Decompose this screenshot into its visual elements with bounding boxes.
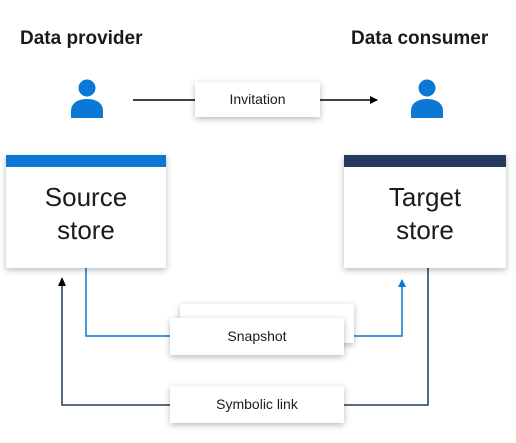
source-store-title: Source store xyxy=(6,181,166,247)
source-store-line2: store xyxy=(57,215,115,245)
source-store-card: Source store xyxy=(6,155,166,268)
symbolic-link-arrowhead xyxy=(58,277,66,286)
target-store-title: Target store xyxy=(344,181,506,247)
snapshot-label: Snapshot xyxy=(227,328,287,344)
person-icon xyxy=(411,79,443,118)
snapshot-label-box: Snapshot xyxy=(170,318,344,355)
invitation-label: Invitation xyxy=(229,91,286,107)
target-store-card: Target store xyxy=(344,155,506,268)
data-provider-heading: Data provider xyxy=(20,28,143,49)
target-store-line1: Target xyxy=(388,182,462,212)
source-store-bar xyxy=(6,155,166,167)
invitation-label-box: Invitation xyxy=(195,82,320,117)
target-store-line2: store xyxy=(396,215,454,245)
data-consumer-heading: Data consumer xyxy=(351,28,489,49)
target-store-bar xyxy=(344,155,506,167)
symbolic-link-label-box: Symbolic link xyxy=(170,386,344,423)
person-icon xyxy=(71,79,103,118)
source-store-line1: Source xyxy=(44,182,128,212)
symbolic-link-label: Symbolic link xyxy=(216,396,298,412)
